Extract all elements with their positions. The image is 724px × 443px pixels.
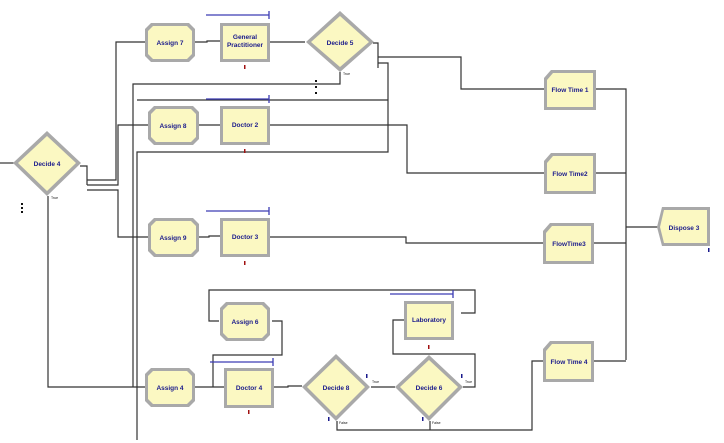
connector-decide6-laboratory[interactable] <box>392 319 476 388</box>
connector-doctor2-flowtime2[interactable] <box>270 124 544 174</box>
gp-label-line1: General <box>233 34 257 41</box>
dispose-3-module[interactable]: Dispose 3 <box>657 207 710 252</box>
decide-5-module[interactable]: Decide 5 True <box>306 11 374 76</box>
decide-4-counters <box>21 203 23 213</box>
flow-time-1-module[interactable]: Flow Time 1 <box>544 70 596 110</box>
connector-decide4-out[interactable] <box>80 165 88 185</box>
assign-4-module[interactable]: Assign 4 <box>145 368 195 407</box>
connector-assign6-loop[interactable] <box>212 320 283 387</box>
flow-time-4-module[interactable]: Flow Time 4 <box>543 341 594 382</box>
decide-5-label: Decide 5 <box>327 40 354 47</box>
decide-8-true-counter <box>366 374 368 378</box>
assign-8-label: Assign 8 <box>159 123 186 130</box>
assign-9-label: Assign 9 <box>159 235 186 242</box>
decide-6-module[interactable]: Decide 6 True False <box>395 355 472 425</box>
connector-decide4-assign8[interactable] <box>87 124 148 186</box>
doctor-2-module[interactable]: Doctor 2 <box>206 95 270 153</box>
connector-decide5-loop[interactable] <box>136 62 389 440</box>
connector-decide5-false[interactable] <box>132 72 341 387</box>
connectors <box>0 40 658 440</box>
decide-6-false-label: False <box>432 421 441 425</box>
flow-time-3-module[interactable]: FlowTime3 <box>543 223 594 264</box>
connector-decide4-assign7[interactable] <box>87 41 146 181</box>
decide-5-true-label: True <box>343 72 350 76</box>
decide-8-label: Decide 8 <box>323 385 350 392</box>
connector-doctor3-flowtime3[interactable] <box>270 236 543 244</box>
connector-decide4-assign4[interactable] <box>47 196 146 388</box>
connector-assign9-doctor3[interactable] <box>198 235 220 238</box>
dispose-3-label: Dispose 3 <box>669 225 700 232</box>
assign-8-module[interactable]: Assign 8 <box>148 106 199 145</box>
decide-6-true-counter <box>461 374 463 378</box>
doctor-3-label: Doctor 3 <box>232 234 259 241</box>
decide-4-label: Decide 4 <box>34 161 61 168</box>
laboratory-counter <box>428 345 430 349</box>
flow-time-1-label: Flow Time 1 <box>551 87 588 94</box>
decide-6-false-counter <box>422 417 424 421</box>
decide-8-module[interactable]: Decide 8 True False <box>302 354 379 425</box>
decide-8-false-label: False <box>339 421 348 425</box>
doctor-4-label: Doctor 4 <box>236 385 263 392</box>
connector-decide5-out[interactable] <box>373 42 379 68</box>
assign-6-label: Assign 6 <box>231 319 258 326</box>
connector-doctor4-decide8[interactable] <box>274 385 302 388</box>
connector-decide4-assign9[interactable] <box>87 189 148 238</box>
connector-assign7-gp[interactable] <box>194 40 220 43</box>
doctor-3-counter <box>244 261 246 265</box>
gp-counter <box>244 65 246 69</box>
connector-flowtime1-dispose[interactable] <box>595 88 627 360</box>
assign-4-label: Assign 4 <box>156 385 183 392</box>
connector-decide5-flowtime1[interactable] <box>378 56 544 90</box>
decide-6-label: Decide 6 <box>416 385 443 392</box>
dispose-3-counter <box>708 248 710 252</box>
connector-loop-assign6[interactable] <box>208 289 476 322</box>
assign-7-module[interactable]: Assign 7 <box>145 23 195 62</box>
decide-8-false-counter <box>328 417 330 421</box>
assign-7-label: Assign 7 <box>156 40 183 47</box>
doctor-4-counter <box>248 410 250 414</box>
decide-4-true-label: True <box>51 196 58 200</box>
general-practitioner-module[interactable]: General Practitioner <box>206 11 270 69</box>
flow-time-2-label: Flow Time2 <box>552 171 588 178</box>
connector-decide8-false[interactable] <box>336 360 543 431</box>
assign-6-module[interactable]: Assign 6 <box>220 302 270 341</box>
decide-6-true-label: True <box>465 380 472 384</box>
flow-time-2-module[interactable]: Flow Time2 <box>544 153 596 194</box>
doctor-2-counter <box>244 149 246 153</box>
doctor-2-label: Doctor 2 <box>232 122 259 129</box>
doctor-3-module[interactable]: Doctor 3 <box>206 207 270 265</box>
decide-5-counters <box>315 80 317 94</box>
flow-time-3-label: FlowTime3 <box>552 241 586 248</box>
flow-time-4-label: Flow Time 4 <box>550 359 587 366</box>
laboratory-label: Laboratory <box>412 317 446 324</box>
doctor-4-module[interactable]: Doctor 4 <box>210 358 274 414</box>
gp-label-line2: Practitioner <box>227 42 264 49</box>
decide-8-true-label: True <box>372 380 379 384</box>
laboratory-module[interactable]: Laboratory <box>390 290 454 349</box>
assign-9-module[interactable]: Assign 9 <box>148 218 199 257</box>
decide-4-module[interactable]: Decide 4 True <box>13 131 81 200</box>
